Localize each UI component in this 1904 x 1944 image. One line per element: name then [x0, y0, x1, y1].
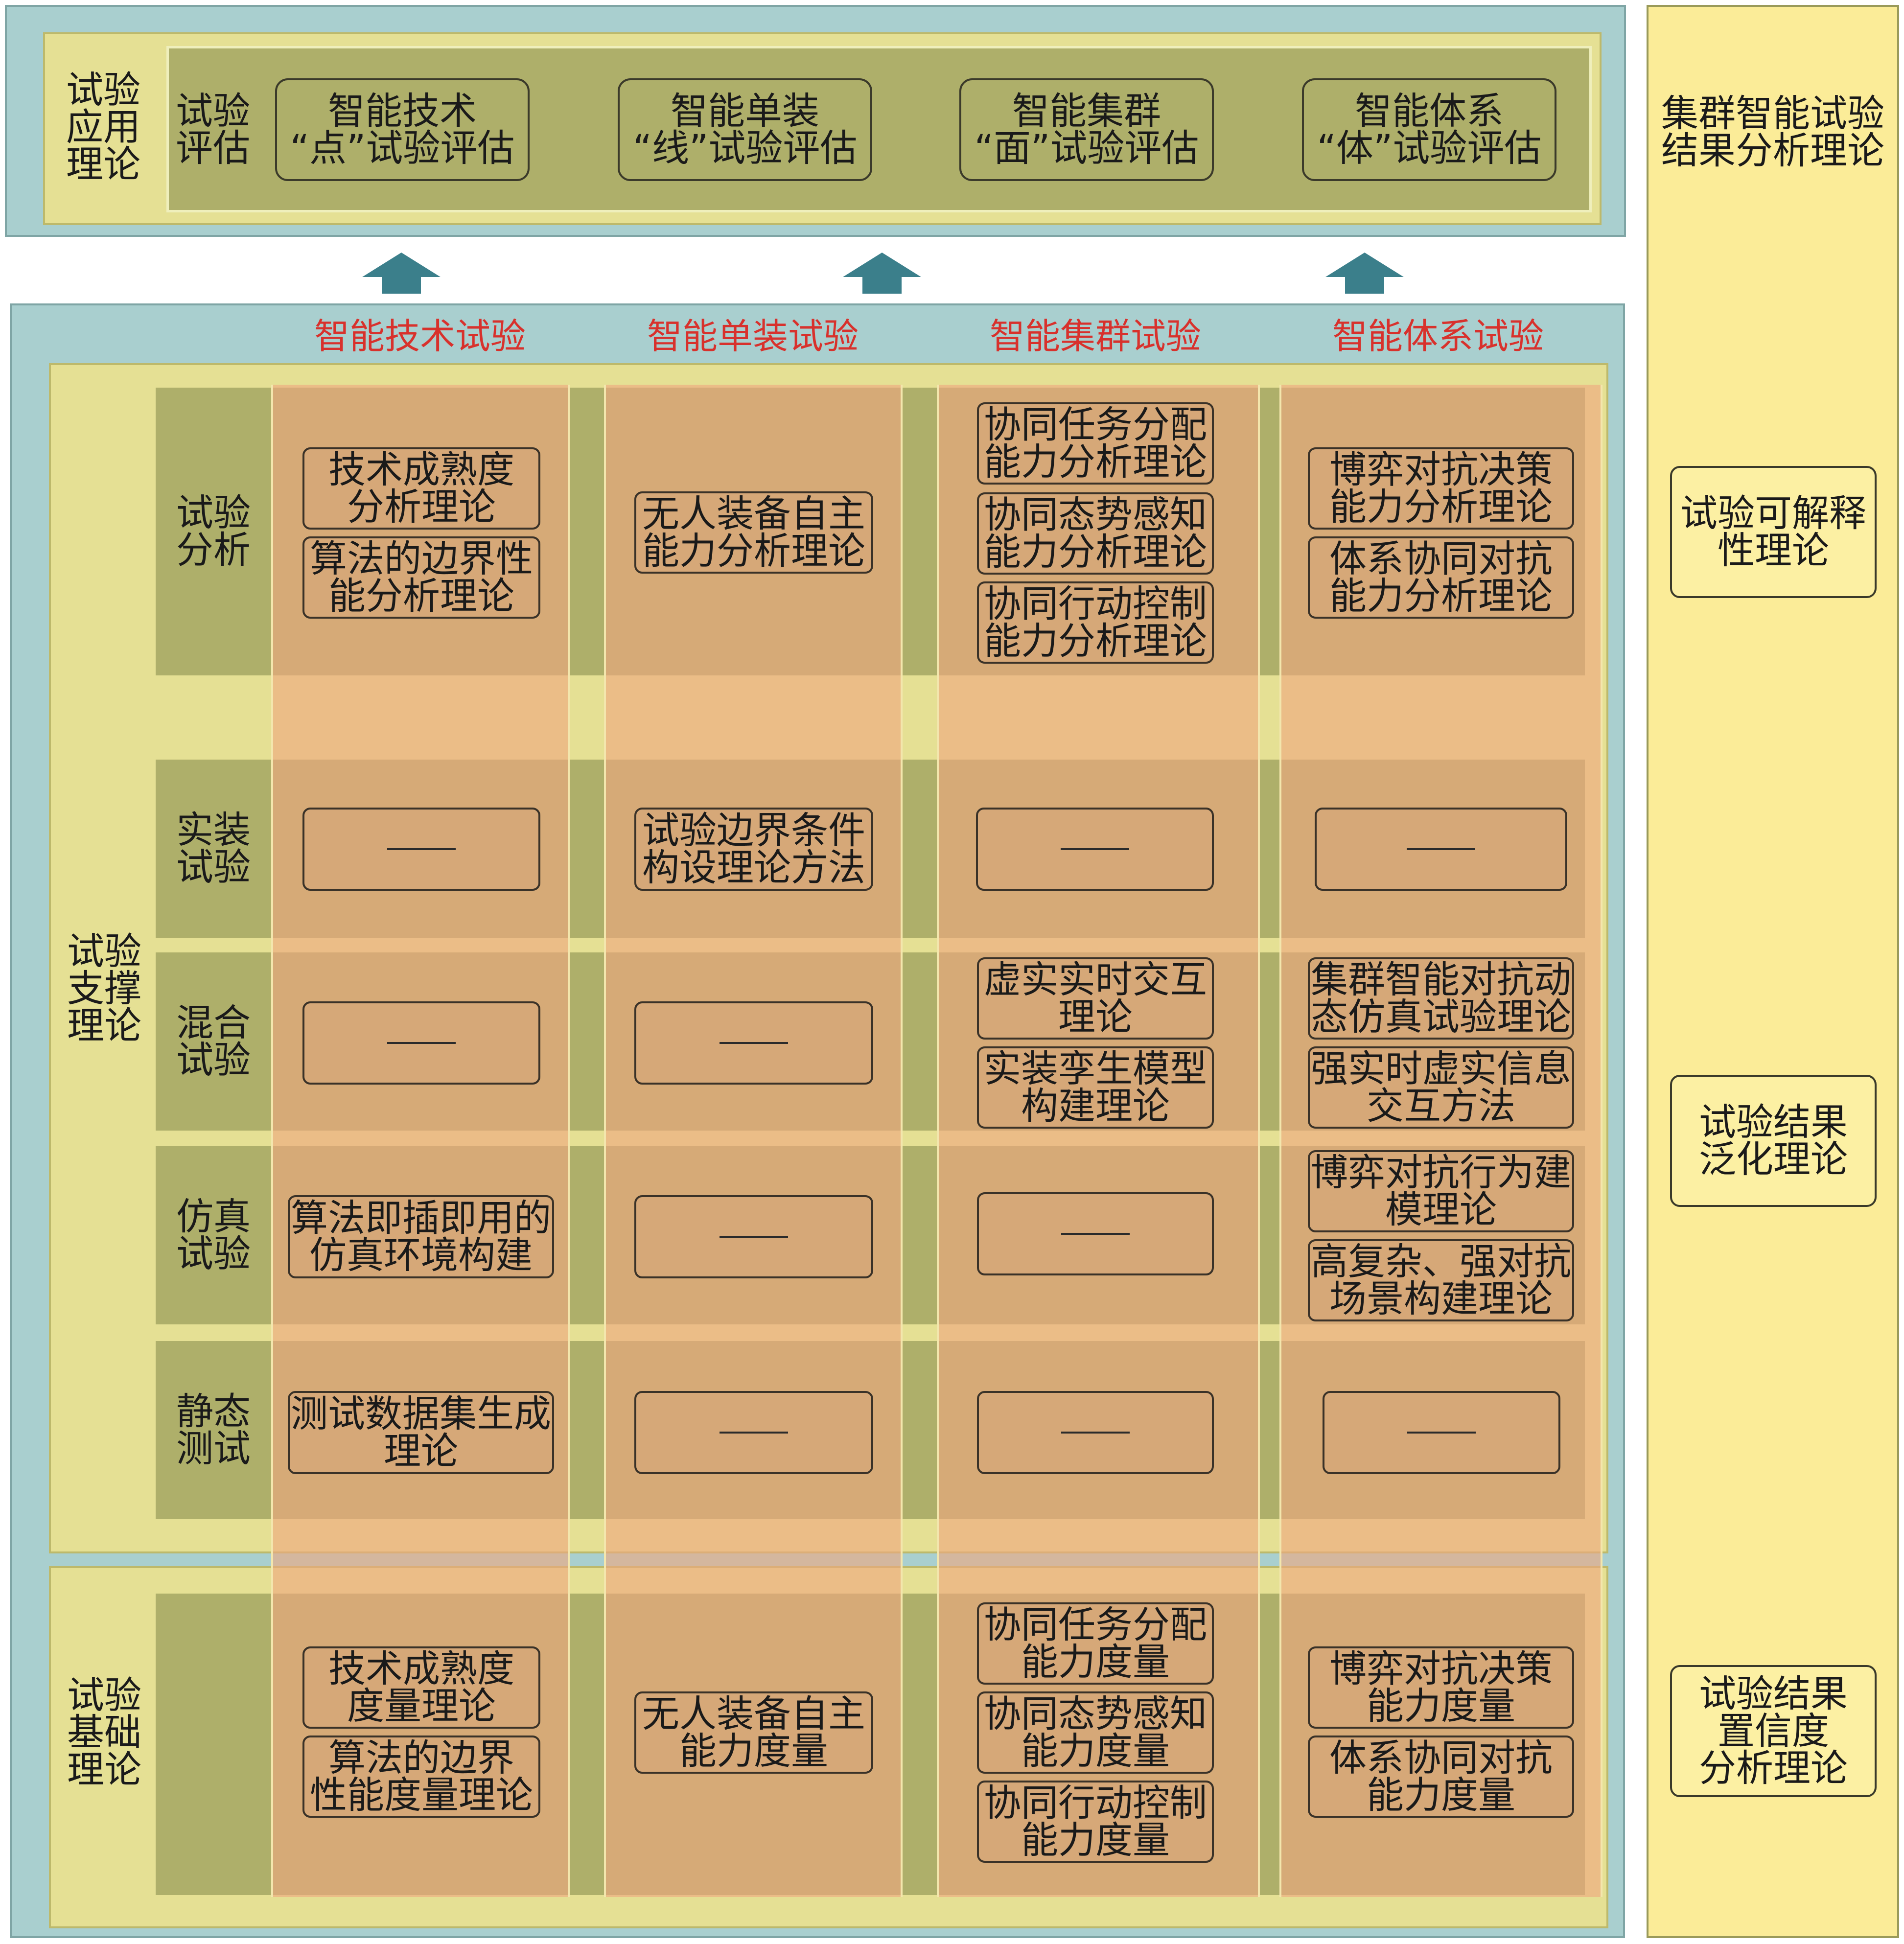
- theory-box: 算法的边界性 能分析理论: [302, 536, 540, 619]
- empty-cell-box: [302, 808, 540, 891]
- theory-box: 测试数据集生成 理论: [288, 1391, 554, 1474]
- dash-line: [1061, 848, 1129, 850]
- theory-box: 高复杂、强对抗 场景构建理论: [1308, 1239, 1574, 1321]
- row-label-simulation: 仿真 试验: [176, 1195, 251, 1275]
- theory-box: 协同任务分配 能力分析理论: [977, 402, 1214, 485]
- column-header-single: 智能单装试验: [647, 315, 859, 357]
- side-panel: [1647, 5, 1899, 1938]
- empty-cell-box: [634, 1391, 873, 1474]
- application-label: 试验 应用 理论: [66, 68, 140, 186]
- arrow-shaft: [862, 277, 902, 294]
- arrow-head: [1325, 253, 1404, 277]
- theory-box: 技术成熟度 分析理论: [302, 447, 540, 530]
- up-arrow-3: [1325, 253, 1404, 294]
- theory-box: 博弈对抗行为建 模理论: [1308, 1150, 1574, 1232]
- theory-box: 协同态势感知 能力度量: [977, 1691, 1214, 1774]
- theory-box: 算法即插即用的 仿真环境构建: [288, 1195, 554, 1278]
- row-label-static: 静态 测试: [176, 1389, 251, 1470]
- eval-box-system: 智能体系 “体”试验评估: [1302, 78, 1556, 181]
- empty-cell-box: [977, 1192, 1214, 1275]
- theory-box: 协同行动控制 能力分析理论: [977, 581, 1214, 664]
- arrow-shaft: [1345, 277, 1384, 294]
- support-label: 试验 支撑 理论: [67, 929, 141, 1047]
- evaluation-label: 试验 评估: [176, 89, 250, 170]
- dash-line: [1061, 1233, 1130, 1235]
- theory-box: 博弈对抗决策 能力度量: [1308, 1646, 1574, 1729]
- column-overlay-tech: [271, 385, 570, 1897]
- theory-box: 无人装备自主 能力度量: [634, 1691, 873, 1774]
- theory-box: 试验边界条件 构设理论方法: [634, 808, 873, 891]
- empty-cell-box: [634, 1001, 873, 1085]
- column-overlay-system: [1279, 385, 1602, 1897]
- row-label-analysis: 试验 分析: [176, 491, 251, 572]
- dash-line: [387, 848, 456, 850]
- theory-box: 博弈对抗决策 能力分析理论: [1308, 447, 1574, 530]
- theory-box: 算法的边界 性能度量理论: [302, 1736, 540, 1818]
- empty-cell-box: [1315, 808, 1567, 891]
- side-box-generalization: 试验结果 泛化理论: [1670, 1075, 1877, 1207]
- eval-box-cluster: 智能集群 “面”试验评估: [959, 78, 1214, 181]
- dash-line: [1407, 848, 1475, 850]
- theory-box: 体系协同对抗 能力分析理论: [1308, 536, 1574, 619]
- theory-box: 实装孪生模型 构建理论: [977, 1046, 1214, 1129]
- theory-box: 无人装备自主 能力分析理论: [634, 491, 873, 574]
- empty-cell-box: [1323, 1391, 1560, 1474]
- dash-line: [720, 1042, 788, 1044]
- theory-box: 集群智能对抗动 态仿真试验理论: [1308, 957, 1574, 1040]
- row-label-live: 实装 试验: [176, 808, 251, 889]
- theory-box: 协同态势感知 能力分析理论: [977, 492, 1214, 575]
- theory-box: 协同行动控制 能力度量: [977, 1781, 1214, 1863]
- theory-box: 虚实实时交互 理论: [977, 957, 1214, 1040]
- arrow-shaft: [382, 277, 421, 294]
- column-header-tech: 智能技术试验: [314, 315, 526, 357]
- basic-label: 试验 基础 理论: [67, 1673, 141, 1791]
- theory-box: 协同任务分配 能力度量: [977, 1602, 1214, 1685]
- side-box-confidence: 试验结果 置信度 分析理论: [1670, 1665, 1877, 1797]
- dash-line: [720, 1432, 788, 1434]
- row-label-hybrid: 混合 试验: [176, 1001, 251, 1082]
- dash-line: [720, 1236, 788, 1238]
- dash-line: [387, 1042, 456, 1044]
- side-box-interpretability: 试验可解释 性理论: [1670, 466, 1877, 598]
- empty-cell-box: [977, 1391, 1214, 1474]
- column-overlay-single: [604, 385, 903, 1897]
- eval-box-tech: 智能技术 “点”试验评估: [275, 78, 530, 181]
- dash-line: [1061, 1432, 1130, 1434]
- column-header-system: 智能体系试验: [1332, 315, 1544, 357]
- empty-cell-box: [302, 1001, 540, 1085]
- up-arrow-1: [362, 253, 441, 294]
- arrow-head: [843, 253, 921, 277]
- column-header-cluster: 智能集群试验: [989, 315, 1201, 357]
- side-title: 集群智能试验 结果分析理论: [1661, 92, 1884, 172]
- empty-cell-box: [976, 808, 1214, 891]
- empty-cell-box: [634, 1195, 873, 1278]
- theory-box: 技术成熟度 度量理论: [302, 1646, 540, 1729]
- theory-box: 体系协同对抗 能力度量: [1308, 1736, 1574, 1818]
- up-arrow-2: [843, 253, 921, 294]
- arrow-head: [362, 253, 441, 277]
- theory-box: 强实时虚实信息 交互方法: [1308, 1046, 1574, 1129]
- dash-line: [1407, 1432, 1476, 1434]
- eval-box-single: 智能单装 “线”试验评估: [618, 78, 872, 181]
- column-overlay-cluster: [937, 385, 1260, 1897]
